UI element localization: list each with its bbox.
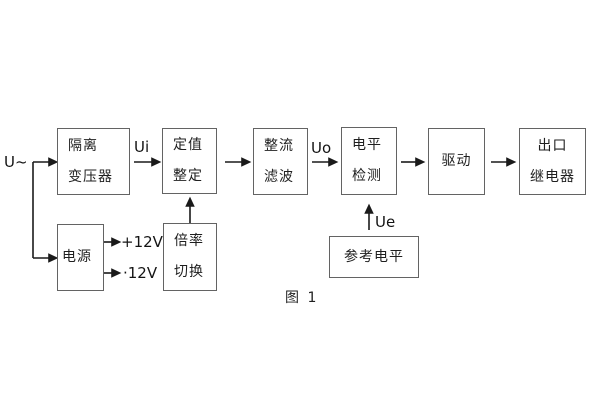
- block-label: 隔离: [68, 137, 98, 154]
- arrow-minus12v: [104, 268, 122, 278]
- signal-label-ue: Ue: [375, 213, 396, 231]
- block-label: 倍率: [174, 233, 204, 249]
- signal-label-ui: Ui: [134, 138, 150, 156]
- signal-label-uo: Uo: [311, 139, 332, 157]
- block-isolation-transformer: 隔离 变压器: [57, 128, 130, 195]
- arrow-set-to-rect: [225, 157, 252, 167]
- block-label: 出口: [537, 137, 568, 154]
- arrow-uo: [312, 157, 339, 167]
- block-ratio-switch: 倍率 切换: [163, 223, 217, 291]
- arrow-ue: [364, 203, 374, 230]
- block-label: 整定: [173, 168, 203, 184]
- block-label: 继电器: [530, 168, 575, 185]
- block-label: 电源: [62, 249, 92, 265]
- arrow-drv-to-relay: [491, 157, 517, 167]
- signal-label-input-voltage: U~: [4, 153, 28, 171]
- block-label: 整流: [264, 137, 294, 154]
- block-label: 电平: [352, 137, 382, 153]
- block-label: 变压器: [68, 168, 113, 185]
- figure-caption: 图 1: [285, 290, 319, 306]
- arrow-ui: [134, 157, 162, 167]
- signal-label-plus12v: +12V: [121, 233, 163, 251]
- block-label: 驱动: [441, 153, 472, 169]
- block-driver: 驱动: [428, 128, 485, 195]
- signal-label-minus12v: ·12V: [123, 264, 158, 282]
- block-label: 检测: [352, 168, 382, 184]
- block-label: 切换: [174, 264, 204, 280]
- arrow-lvl-to-drv: [401, 157, 426, 167]
- arrow-ratio-to-setting: [185, 196, 195, 223]
- block-level-detection: 电平 检测: [341, 127, 397, 195]
- block-label: 滤波: [264, 168, 294, 185]
- arrow-input-to-power: [33, 253, 59, 263]
- block-value-setting: 定值 整定: [162, 128, 217, 194]
- block-label: 定值: [173, 137, 203, 153]
- block-rectifier-filter: 整流 滤波: [253, 128, 308, 195]
- block-reference-level: 参考电平: [329, 236, 419, 278]
- block-power-supply: 电源: [57, 224, 104, 291]
- block-output-relay: 出口 继电器: [519, 128, 586, 195]
- block-label: 参考电平: [344, 249, 404, 265]
- arrow-plus12v: [104, 237, 122, 247]
- arrow-input-to-transformer: [33, 157, 59, 167]
